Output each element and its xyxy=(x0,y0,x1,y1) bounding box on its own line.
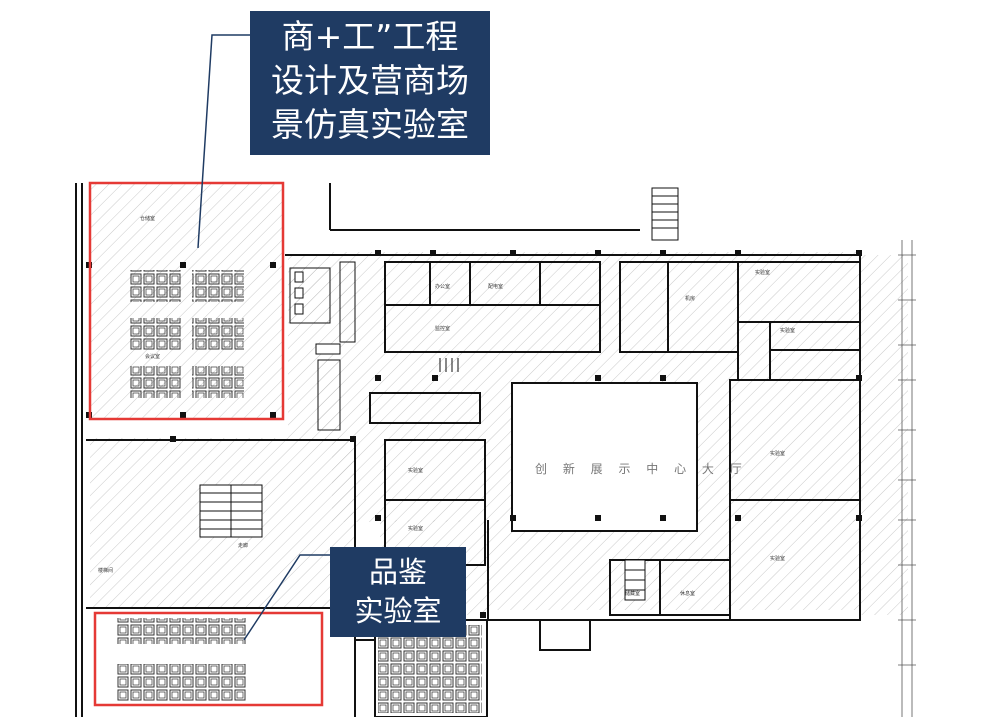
callout-simulation-lab: 商+工”工程 设计及营商场 景仿真实验室 xyxy=(250,11,490,155)
highlight-sim-lab xyxy=(88,181,285,421)
svg-text:储藏室: 储藏室 xyxy=(625,590,640,597)
svg-text:配电室: 配电室 xyxy=(488,283,503,290)
callout-top-line-3: 景仿真实验室 xyxy=(271,105,469,144)
callout-bottom-line-2: 实验室 xyxy=(354,594,442,628)
svg-text:办公室: 办公室 xyxy=(435,283,450,290)
svg-text:楼梯间: 楼梯间 xyxy=(98,567,113,574)
svg-text:休息室: 休息室 xyxy=(680,590,695,597)
svg-text:实验室: 实验室 xyxy=(770,555,785,562)
callout-bottom-line-1: 品鉴 xyxy=(368,555,427,589)
highlighted-labs xyxy=(88,181,324,707)
svg-text:机房: 机房 xyxy=(685,295,695,302)
svg-text:实验室: 实验室 xyxy=(408,525,423,532)
callout-top-line-2: 设计及营商场 xyxy=(271,61,469,100)
callout-tasting-lab: 品鉴 实验室 xyxy=(330,547,466,637)
leader-top xyxy=(197,34,250,249)
svg-text:实验室: 实验室 xyxy=(408,467,423,474)
hatched-floor xyxy=(90,183,908,615)
dimension-lines xyxy=(898,240,916,717)
svg-text:监控室: 监控室 xyxy=(435,325,450,332)
hall-label: 创 新 展 示 中 心 大 厅 xyxy=(535,461,748,476)
room-labels: 仓储室 会议室 办公室 配电室 监控室 机房 实验室 实验室 实验室 实验室 实… xyxy=(98,215,795,597)
leader-bottom xyxy=(243,554,330,641)
svg-text:会议室: 会议室 xyxy=(145,353,160,360)
restrooms xyxy=(289,261,356,431)
svg-text:实验室: 实验室 xyxy=(780,327,795,334)
svg-text:走廊: 走廊 xyxy=(238,542,248,549)
callout-top-line-1: 商+工”工程 xyxy=(281,17,459,56)
svg-text:实验室: 实验室 xyxy=(755,269,770,276)
stairs xyxy=(199,187,679,601)
svg-text:仓储室: 仓储室 xyxy=(140,215,155,222)
central-hall: 创 新 展 示 中 心 大 厅 xyxy=(511,382,748,532)
seating xyxy=(117,270,482,713)
svg-text:实验室: 实验室 xyxy=(770,450,785,457)
highlight-tasting-lab xyxy=(93,611,324,707)
callout-leaders xyxy=(197,34,330,641)
